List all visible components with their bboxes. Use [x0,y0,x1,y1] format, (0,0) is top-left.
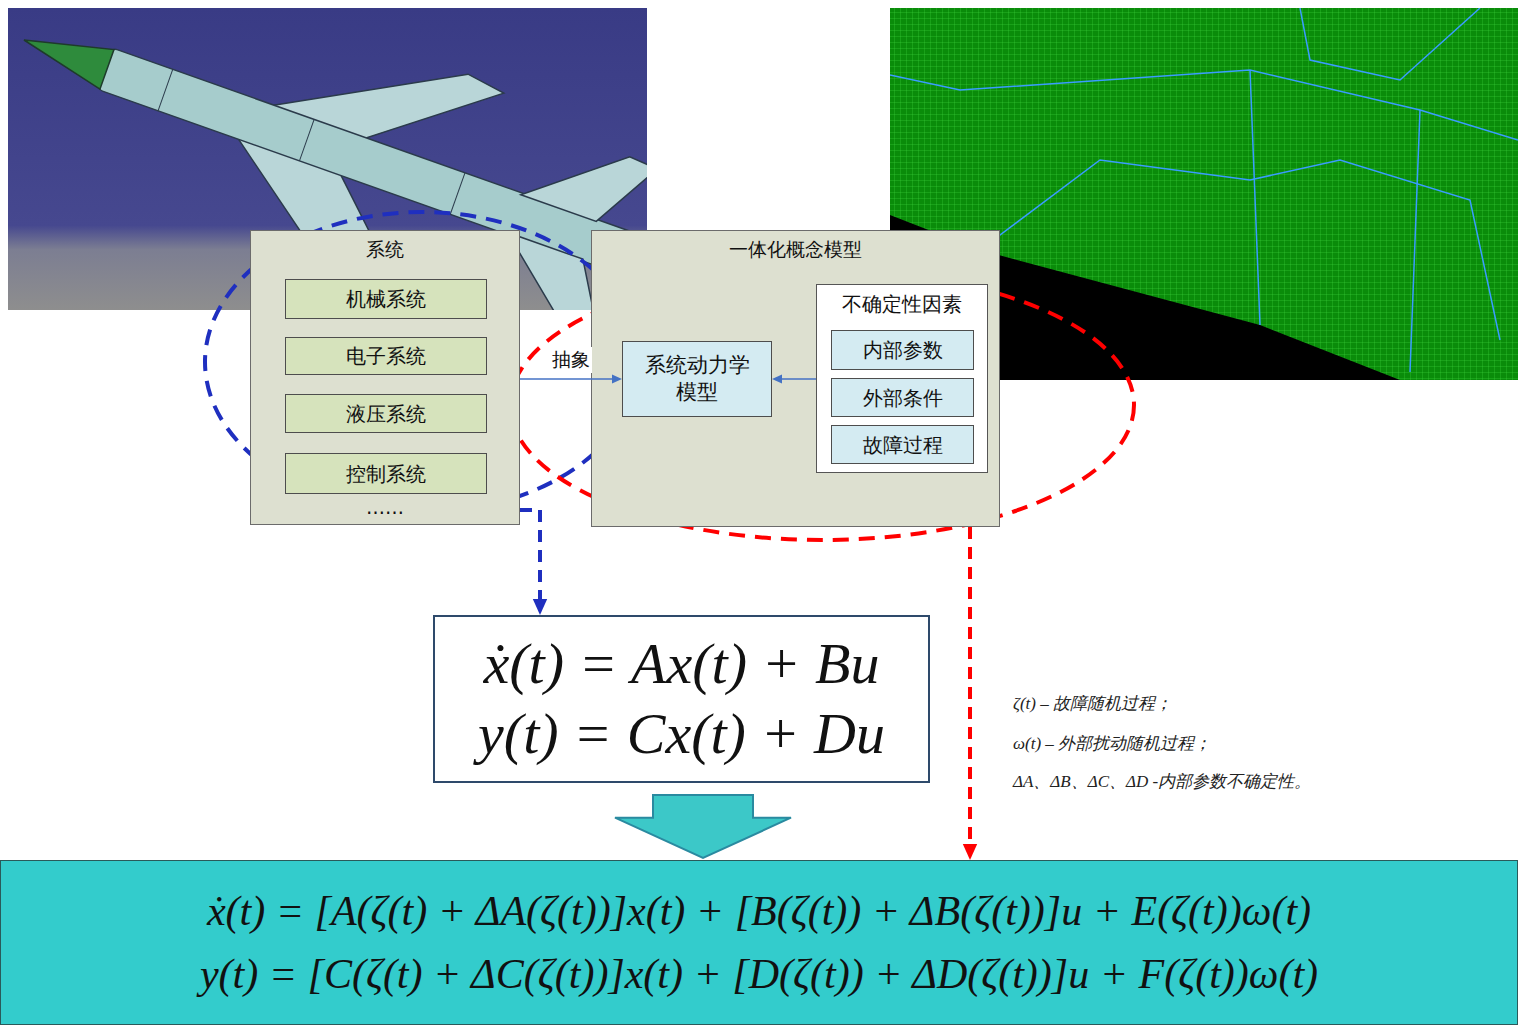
node-text: ẋ(t) = [A(ζ(t) + ΔA(ζ(t))]x(t) + [B(ζ(t)… [207,880,1311,943]
node-text: 一体化概念模型 [729,237,862,262]
connector [520,375,622,384]
arrow-head [533,599,547,615]
edge-label: 抽象 [550,347,592,373]
arrow-head [612,375,622,384]
uncertainty-box: 不确定性因素内部参数外部条件故障过程 [816,284,988,473]
note-holder: ζ(t) – 故障随机过程； [1013,692,1172,715]
node-text: ẋ(t) = Ax(t) + Bu [483,629,879,699]
subsystem-box: 液压系统 [285,394,487,433]
connector [772,375,816,384]
node-subtext: y(t) = [C(ζ(t) + ΔC(ζ(t))]x(t) + [D(ζ(t)… [200,943,1318,1006]
group-box: 系统 …… 机械系统电子系统液压系统控制系统 [250,230,520,525]
dynamics-box: 系统动力学模型 [622,341,772,417]
connector [615,795,791,858]
factor-box: 故障过程 [831,425,974,464]
connector-line [520,510,540,602]
node-text: 控制系统 [346,461,426,487]
node-text: 电子系统 [346,343,426,369]
node-text: 系统 [366,237,404,262]
subsystem-box: 电子系统 [285,337,487,375]
node-subtext: y(t) = Cx(t) + Du [478,699,885,769]
node-text: 液压系统 [346,401,426,427]
node-text: 不确定性因素 [842,291,962,317]
note-text: ω(t) – 外部扰动随机过程； [1013,732,1211,755]
equation-band: ẋ(t) = [A(ζ(t) + ΔA(ζ(t))]x(t) + [B(ζ(t)… [0,860,1518,1025]
arrow-head [772,375,782,384]
note-text: ΔA、ΔB、ΔC、ΔD -内部参数不确定性。 [1013,770,1311,793]
connector-line [520,378,614,380]
node-text: 系统动力学模型 [636,352,758,407]
equation-box: ẋ(t) = Ax(t) + Buy(t) = Cx(t) + Du [433,615,930,783]
node-text: 机械系统 [346,286,426,312]
arrow-head [963,844,977,860]
connector-line [968,527,972,847]
node-text: 故障过程 [863,432,943,458]
connector-line [780,378,816,380]
edge-label-holder: 抽象 [550,347,592,373]
node-text: 内部参数 [863,337,943,363]
note-holder: ΔA、ΔB、ΔC、ΔD -内部参数不确定性。 [1013,770,1311,793]
connector [963,527,977,860]
connector [520,510,547,615]
node-subtext: …… [366,495,404,520]
note-text: ζ(t) – 故障随机过程； [1013,692,1172,715]
subsystem-box: 机械系统 [285,279,487,319]
note-holder: ω(t) – 外部扰动随机过程； [1013,732,1211,755]
factor-box: 外部条件 [831,378,974,417]
node-text: 外部条件 [863,385,943,411]
block-arrow [615,795,791,858]
factor-box: 内部参数 [831,330,974,370]
subsystem-box: 控制系统 [285,453,487,494]
